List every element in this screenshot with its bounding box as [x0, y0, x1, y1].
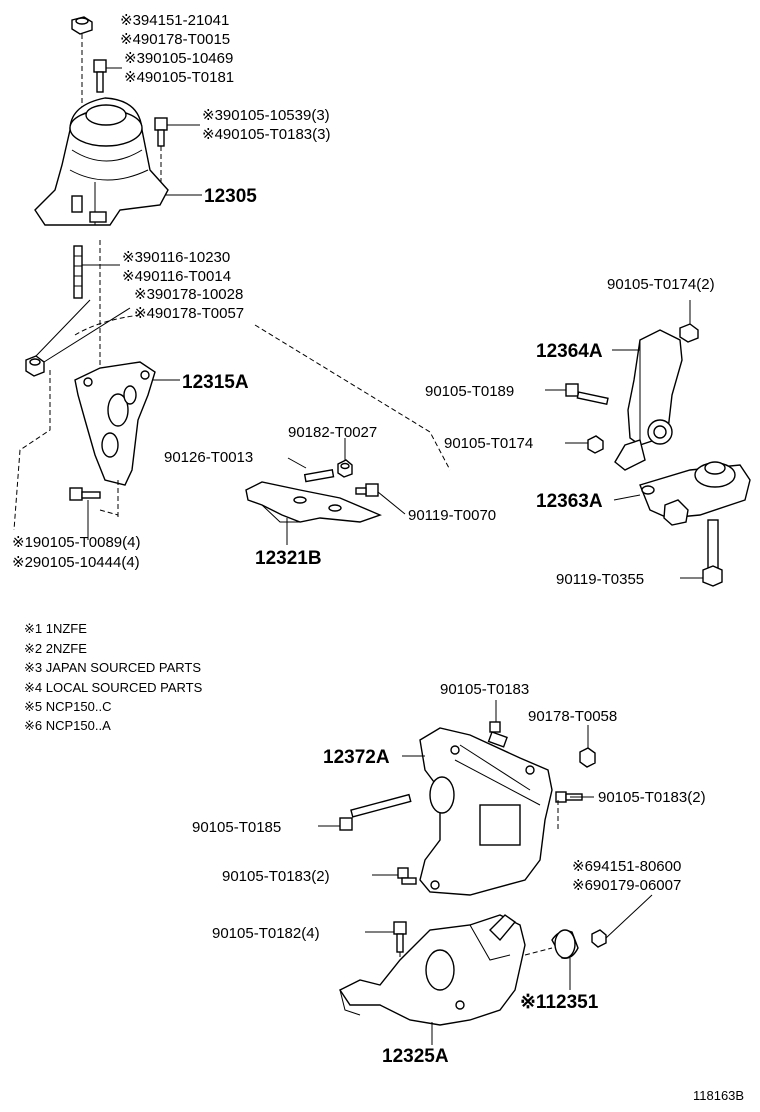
- nut-top-icon: [71, 16, 93, 35]
- bolt-b-icon: [93, 59, 107, 93]
- label-d2: ※490116-T0014: [122, 268, 231, 285]
- bolt-h4-icon: [702, 519, 723, 587]
- nut-i2-icon: [579, 747, 596, 768]
- part-12321b: 12321B: [255, 548, 322, 569]
- note-5: ※5 NCP150..C: [24, 699, 111, 714]
- label-b1: ※390105-10469: [124, 50, 233, 67]
- part-12364a: 12364A: [536, 341, 603, 362]
- label-i2: 90178-T0058: [528, 708, 617, 725]
- mount-12363a: [639, 461, 751, 526]
- label-j3: 90105-T0182(4): [212, 925, 320, 942]
- bracket-12325a: [338, 914, 526, 1026]
- part-12315a: 12315A: [182, 372, 249, 393]
- engine-mount-12305: [34, 97, 169, 226]
- label-e1: ※390178-10028: [134, 286, 243, 303]
- part-12372a: 12372A: [323, 747, 390, 768]
- label-h2: 90105-T0189: [425, 383, 514, 400]
- stud-bolt-icon: [73, 245, 83, 299]
- note-3: ※3 JAPAN SOURCED PARTS: [24, 660, 201, 675]
- bracket-12315a: [74, 361, 156, 486]
- bolt-h2-icon: [565, 383, 609, 406]
- bushing-12351-icon: [551, 929, 579, 959]
- label-i4: 90105-T0185: [192, 819, 281, 836]
- part-12305: 12305: [204, 186, 257, 207]
- bracket-12321b: [245, 481, 382, 523]
- note-4: ※4 LOCAL SOURCED PARTS: [24, 680, 203, 695]
- label-g2: ※290105-10444(4): [12, 554, 140, 571]
- nut-h3-icon: [587, 435, 604, 454]
- label-c2: ※490105-T0183(3): [202, 126, 330, 143]
- label-f1: 90182-T0027: [288, 424, 377, 441]
- note-1: ※1 1NZFE: [24, 621, 87, 636]
- note-6: ※6 NCP150..A: [24, 718, 111, 733]
- nut-e-icon: [25, 355, 45, 377]
- stud-f2-icon: [303, 468, 335, 483]
- label-d1: ※390116-10230: [122, 249, 230, 266]
- label-i1: 90105-T0183: [440, 681, 529, 698]
- label-h4: 90119-T0355: [556, 571, 644, 588]
- label-h1: 90105-T0174(2): [607, 276, 715, 293]
- mount-12372a: [419, 727, 553, 896]
- bolt-c-icon: [154, 117, 168, 147]
- part-12325a: 12325A: [382, 1046, 449, 1067]
- label-j2: ※690179-06007: [572, 877, 681, 894]
- label-a2: ※490178-T0015: [120, 31, 230, 48]
- part-12363a: 12363A: [536, 491, 603, 512]
- label-h3: 90105-T0174: [444, 435, 533, 452]
- label-b2: ※490105-T0181: [124, 69, 234, 86]
- bolt-j3-icon: [393, 921, 407, 953]
- bolt-f3-icon: [355, 483, 379, 497]
- nut-f1-icon: [337, 459, 353, 478]
- bolt-h1-icon: [679, 323, 699, 343]
- label-j1: ※694151-80600: [572, 858, 681, 875]
- footnotes: ※1 1NZFE ※2 2NZFE ※3 JAPAN SOURCED PARTS…: [24, 621, 203, 733]
- note-2: ※2 2NZFE: [24, 641, 87, 656]
- label-c1: ※390105-10539(3): [202, 107, 330, 124]
- label-f3: 90119-T0070: [408, 507, 496, 524]
- bolt-i4-icon: [339, 793, 412, 831]
- bolt-i5-icon: [397, 867, 417, 885]
- label-f2: 90126-T0013: [164, 449, 253, 466]
- bolt-i1-icon: [487, 721, 508, 748]
- label-e2: ※490178-T0057: [134, 305, 244, 322]
- label-g1: ※190105-T0089(4): [12, 534, 140, 551]
- label-a1: ※394151-21041: [120, 12, 229, 29]
- bolt-g-icon: [69, 487, 101, 501]
- diagram-code: 118163B: [693, 1088, 744, 1103]
- part-12351: ※112351: [520, 992, 599, 1013]
- nut-j2-icon: [591, 929, 607, 948]
- label-i5: 90105-T0183(2): [222, 868, 330, 885]
- label-i3: 90105-T0183(2): [598, 789, 706, 806]
- bracket-12364a: [614, 329, 683, 471]
